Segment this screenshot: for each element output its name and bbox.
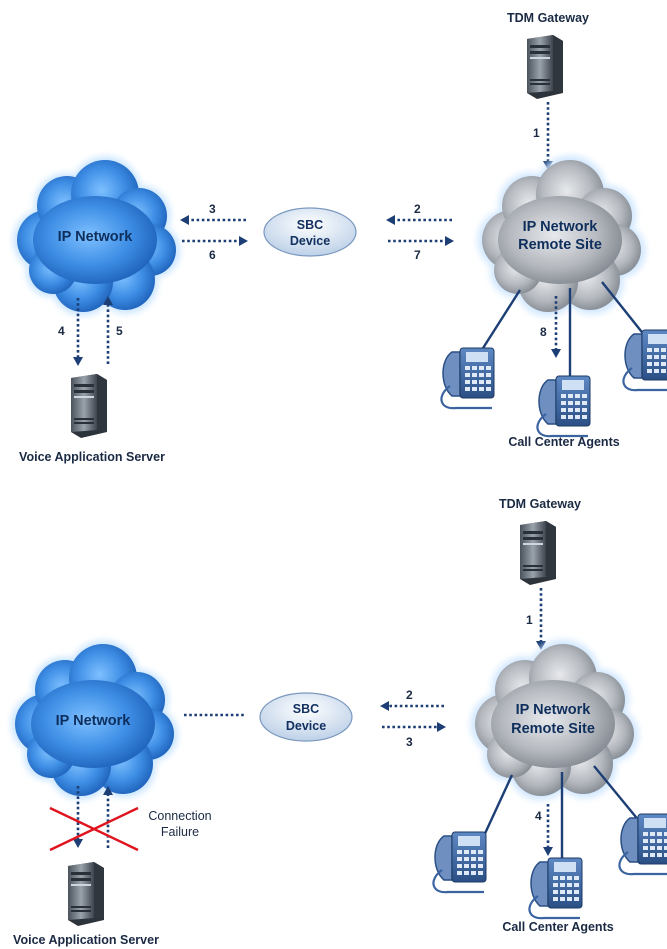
- remote-site-cloud-icon: [477, 155, 646, 316]
- failure-cross-icon: [49, 806, 139, 852]
- failed-request-arrowhead: [73, 839, 83, 848]
- agent-phone-icon: [618, 812, 667, 876]
- sbc-label-line1: SBC: [293, 702, 319, 716]
- line-agent-right: [593, 765, 641, 823]
- agent-phone-icon: [432, 830, 488, 894]
- agent-phone-icon: [622, 328, 667, 392]
- voice-server-icon: [71, 374, 107, 438]
- voice-server-label: Voice Application Server: [19, 450, 165, 464]
- failed-response-arrowhead: [103, 786, 113, 795]
- step-4-label: 4: [535, 809, 542, 823]
- step-1-label: 1: [526, 613, 533, 627]
- step-2-label: 2: [414, 202, 421, 216]
- step-1-arrowhead: [536, 641, 546, 650]
- step-3-label: 3: [406, 735, 413, 749]
- tdm-gateway-label: TDM Gateway: [507, 11, 589, 25]
- remote-site-label-line1: IP Network: [516, 702, 592, 718]
- voice-server-icon: [68, 862, 104, 926]
- step-3-arrowhead: [180, 215, 189, 225]
- connection-failure-label-line2: Failure: [161, 825, 199, 839]
- sbc-label-line2: Device: [290, 234, 330, 248]
- remote-site-label-line2: Remote Site: [518, 237, 602, 253]
- agent-phone-icon: [536, 374, 592, 438]
- tdm-gateway-server-icon: [527, 35, 563, 99]
- step-7-label: 7: [414, 248, 421, 262]
- step-7-arrowhead: [445, 236, 454, 246]
- step-8-label: 8: [540, 325, 547, 339]
- line-agent-left: [476, 289, 522, 357]
- step-8-arrowhead: [551, 349, 561, 358]
- step-3-arrowhead: [437, 722, 446, 732]
- diagram-bottom: TDM Gateway 1 IP Network SBC Device IP N…: [11, 497, 667, 947]
- remote-site-label-line1: IP Network: [523, 219, 599, 235]
- sbc-device-node: [259, 692, 353, 742]
- step-5-arrowhead: [103, 296, 113, 305]
- ip-network-label: IP Network: [58, 229, 134, 245]
- sbc-label-line1: SBC: [297, 218, 323, 232]
- call-center-label: Call Center Agents: [508, 435, 619, 449]
- step-4-arrowhead: [73, 357, 83, 366]
- ip-network-label: IP Network: [56, 713, 132, 729]
- sbc-label-line2: Device: [286, 719, 326, 733]
- step-6-label: 6: [209, 248, 216, 262]
- step-5-label: 5: [116, 324, 123, 338]
- agent-phone-icon: [528, 856, 584, 920]
- step-4-label: 4: [58, 324, 65, 338]
- voice-server-label: Voice Application Server: [13, 933, 159, 947]
- step-2-arrowhead: [386, 215, 395, 225]
- agent-phone-icon: [440, 346, 496, 410]
- sbc-device-node: [263, 207, 357, 257]
- step-2-arrowhead: [380, 701, 389, 711]
- connection-failure-label-line1: Connection: [148, 809, 211, 823]
- diagram-top: TDM Gateway 1 IP Network SBC Device IP N…: [13, 11, 667, 464]
- step-3-label: 3: [209, 202, 216, 216]
- tdm-gateway-server-icon: [520, 521, 556, 585]
- remote-site-label-line2: Remote Site: [511, 721, 595, 737]
- line-agent-left: [480, 774, 514, 841]
- tdm-gateway-label: TDM Gateway: [499, 497, 581, 511]
- step-6-arrowhead: [239, 236, 248, 246]
- step-4-arrowhead: [543, 847, 553, 856]
- step-1-label: 1: [533, 126, 540, 140]
- call-center-label: Call Center Agents: [502, 920, 613, 934]
- step-2-label: 2: [406, 688, 413, 702]
- line-agent-right: [601, 281, 646, 337]
- remote-site-cloud-icon: [470, 639, 639, 800]
